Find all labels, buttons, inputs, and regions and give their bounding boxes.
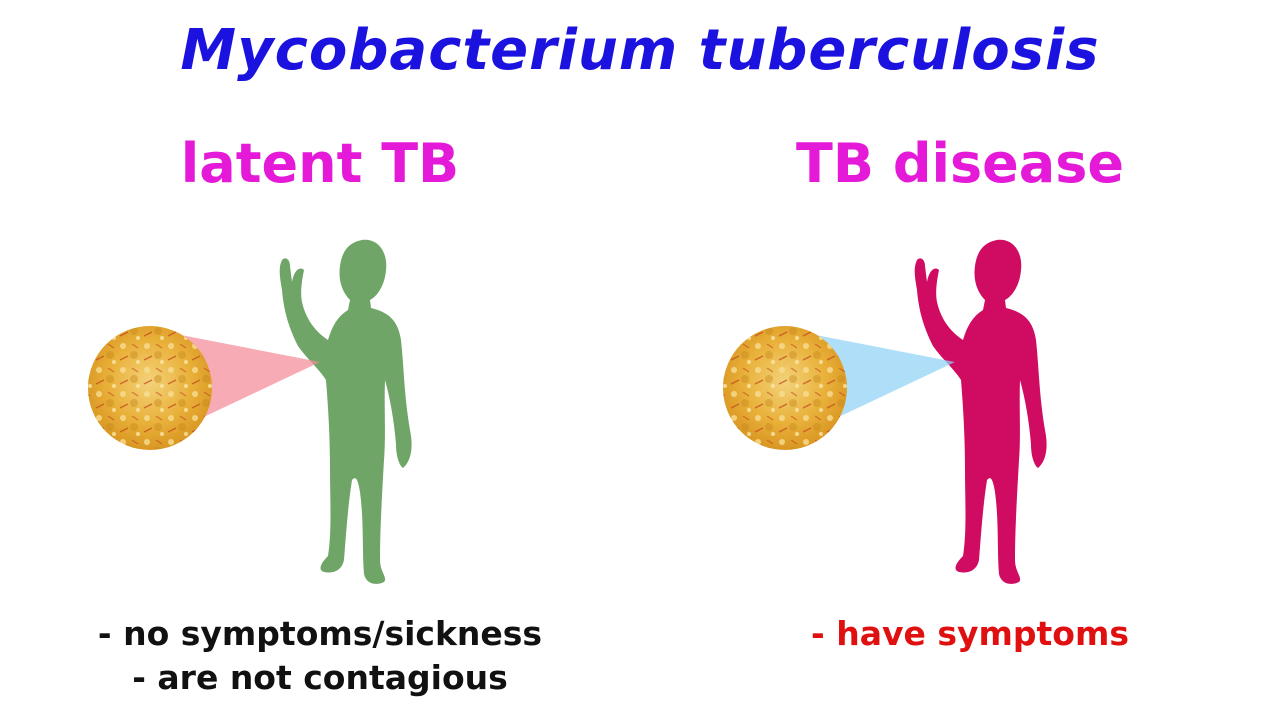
main-title: Mycobacterium tuberculosis: [180, 18, 1100, 83]
person-silhouette-green: [279, 239, 412, 584]
latent-tb-points: - no symptoms/sickness - are not contagi…: [70, 612, 570, 700]
tb-disease-points: - have symptoms: [700, 612, 1240, 656]
latent-tb-point: - no symptoms/sickness: [97, 614, 543, 653]
tb-disease-heading: TB disease: [796, 132, 1124, 195]
tb-disease-point: - have symptoms: [811, 614, 1129, 653]
bacteria-micrograph: [723, 326, 847, 450]
tb-disease-illustration: [723, 239, 1047, 584]
latent-tb-heading: latent TB: [180, 132, 460, 195]
latent-tb-illustration: [88, 239, 412, 584]
person-silhouette-magenta: [914, 239, 1047, 584]
bacteria-micrograph: [88, 326, 212, 450]
latent-tb-point: - are not contagious: [132, 658, 508, 697]
